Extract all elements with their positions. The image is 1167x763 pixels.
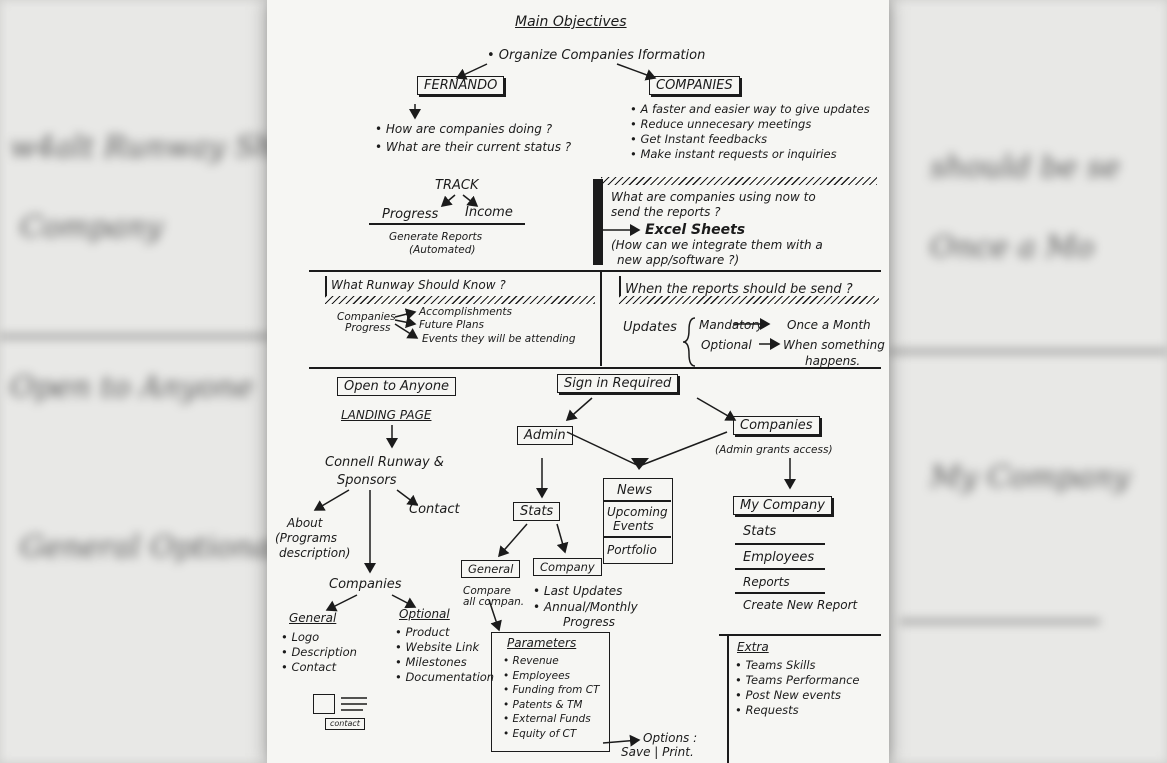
- contact-label: Contact: [409, 502, 460, 517]
- parameters-panel: [491, 632, 610, 752]
- list-item: • External Funds: [503, 713, 591, 725]
- list-item: • Milestones: [395, 655, 467, 669]
- fernando-question-1: • How are companies doing ?: [375, 122, 553, 136]
- portfolio-label: Portfolio: [607, 543, 657, 557]
- my-company-item: Stats: [743, 524, 777, 539]
- runway-item: Future Plans: [419, 319, 484, 331]
- reports-question-1: What are companies using now to: [611, 190, 816, 204]
- list-item: • Requests: [735, 703, 799, 717]
- list-item: • Revenue: [503, 655, 559, 667]
- list-item: • Funding from CT: [503, 684, 600, 696]
- root-objective: • Organize Companies Iformation: [487, 48, 706, 63]
- fernando-question-2: • What are their current status ?: [375, 140, 572, 154]
- runway-heading: What Runway Should Know ?: [331, 278, 506, 292]
- list-item: • Contact: [281, 660, 337, 674]
- list-item: • Reduce unnecesary meetings: [630, 117, 812, 131]
- list-item: • Post New events: [735, 688, 842, 702]
- fernando-box: FERNANDO: [417, 76, 505, 95]
- generate-reports-label: Generate Reports: [389, 231, 483, 243]
- admin-box: Admin: [517, 426, 573, 445]
- sketch-contact-box: contact: [325, 718, 365, 730]
- events-label: Events: [613, 519, 654, 533]
- my-company-item: Create New Report: [743, 598, 858, 612]
- list-item: • Teams Skills: [735, 658, 816, 672]
- companies-signin-box: Companies: [733, 416, 820, 435]
- about-description-label: description): [279, 546, 351, 560]
- happens-label: happens.: [805, 354, 861, 368]
- runway-item: Events they will be attending: [422, 333, 576, 345]
- list-item: • Documentation: [395, 670, 495, 684]
- general-box: General: [461, 560, 521, 578]
- sign-in-required-box: Sign in Required: [557, 374, 679, 393]
- list-item: • Get Instant feedbacks: [630, 132, 768, 146]
- reports-note-1: (How can we integrate them with a: [611, 238, 823, 252]
- list-item: • Make instant requests or inquiries: [630, 147, 837, 161]
- progress-label: Progress: [382, 207, 439, 222]
- mandatory-label: Mandatory: [699, 318, 764, 332]
- when-something-label: When something: [783, 338, 885, 352]
- track-label: TRACK: [435, 178, 479, 193]
- sponsors-label: Sponsors: [337, 473, 397, 488]
- income-label: Income: [465, 205, 513, 220]
- list-item: • Employees: [503, 669, 571, 682]
- my-company-box: My Company: [733, 496, 832, 515]
- automated-label: (Automated): [409, 244, 476, 256]
- annual-monthly-label: • Annual/Monthly: [533, 600, 638, 614]
- compare-label: Compare: [463, 585, 511, 597]
- stats-box: Stats: [513, 502, 561, 521]
- news-label: News: [617, 483, 653, 498]
- open-general-list: • Logo • Description • Contact: [281, 630, 357, 675]
- runway-companies: Companies: [337, 311, 396, 323]
- save-print-label: Save | Print.: [621, 745, 694, 759]
- extra-list: • Teams Skills • Teams Performance • Pos…: [735, 658, 860, 718]
- connell-runway-label: Connell Runway &: [325, 455, 444, 470]
- news-panel: [603, 478, 673, 564]
- upcoming-label: Upcoming: [607, 505, 668, 519]
- company-box: Company: [533, 558, 602, 576]
- open-optional-list: • Product • Website Link • Milestones • …: [395, 625, 494, 685]
- open-general-label: General: [289, 611, 337, 625]
- parameters-label: Parameters: [507, 636, 577, 650]
- open-to-anyone-box: Open to Anyone: [337, 377, 457, 396]
- page-title: Main Objectives: [515, 14, 627, 30]
- extra-label: Extra: [737, 640, 769, 654]
- sketch-image-box: [313, 694, 335, 714]
- list-item: • Patents & TM: [503, 698, 583, 711]
- list-item: • Product: [395, 625, 450, 639]
- companies-benefits-list: • A faster and easier way to give update…: [630, 102, 870, 162]
- my-company-item: Employees: [743, 550, 815, 565]
- excel-sheets-label: Excel Sheets: [645, 222, 746, 238]
- list-item: • Teams Performance: [735, 673, 860, 687]
- optional-label: Optional: [701, 338, 752, 352]
- options-label: Options :: [643, 731, 698, 745]
- admin-grants-access-label: (Admin grants access): [715, 444, 833, 456]
- list-item: • A faster and easier way to give update…: [630, 102, 870, 116]
- flipchart-sheet: Main Objectives • Organize Companies Ifo…: [267, 0, 889, 763]
- list-item: • Equity of CT: [503, 727, 577, 740]
- companies-box: COMPANIES: [649, 76, 740, 95]
- runway-item: Accomplishments: [419, 306, 512, 318]
- reports-question-2: send the reports ?: [611, 205, 721, 219]
- about-programs-label: (Programs: [275, 531, 338, 545]
- annual-progress-label: Progress: [563, 615, 615, 629]
- compare-all-label: all compan.: [463, 596, 525, 608]
- open-optional-label: Optional: [399, 607, 450, 621]
- open-companies-label: Companies: [329, 577, 402, 592]
- last-updates-label: • Last Updates: [533, 584, 623, 598]
- about-label: About: [287, 516, 323, 530]
- list-item: • Logo: [281, 630, 320, 644]
- once-a-month-label: Once a Month: [787, 318, 871, 332]
- send-heading: When the reports should be send ?: [625, 282, 853, 297]
- landing-page-label: LANDING PAGE: [341, 408, 432, 422]
- list-item: • Website Link: [395, 640, 480, 654]
- reports-note-2: new app/software ?): [617, 253, 740, 267]
- parameters-list: • Revenue • Employees • Funding from CT …: [503, 654, 599, 741]
- updates-label: Updates: [623, 320, 677, 335]
- runway-progress: Progress: [345, 322, 391, 334]
- my-company-item: Reports: [743, 575, 790, 589]
- list-item: • Description: [281, 645, 357, 659]
- connector-arrows: [313, 63, 796, 747]
